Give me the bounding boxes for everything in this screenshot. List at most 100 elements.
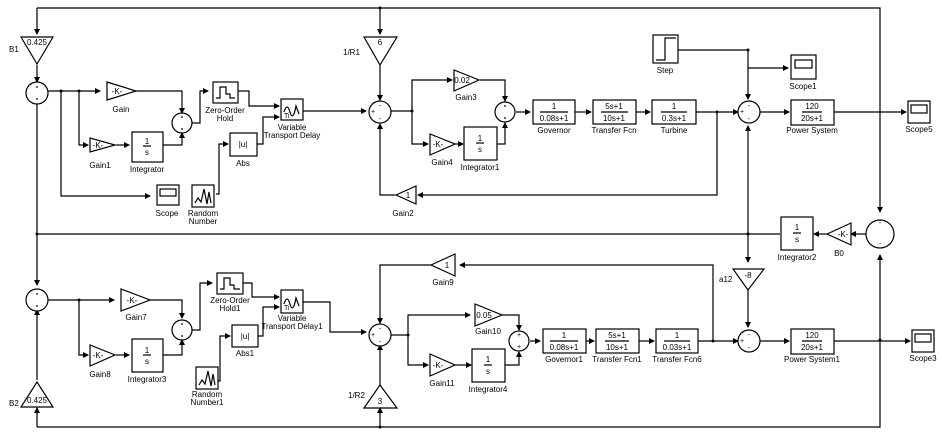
block-shape	[89, 137, 118, 153]
block-label: Abs	[236, 159, 250, 168]
block-label: -	[748, 103, 751, 110]
gain11-block[interactable]: -K- Gain11	[429, 353, 457, 388]
block-shape	[25, 288, 49, 312]
governor-block[interactable]: 1 0.08s+1 Governor	[532, 99, 576, 135]
gain-block[interactable]: -K- Gain	[106, 81, 139, 114]
random-number-block[interactable]: Random Number	[188, 184, 219, 226]
block-shape	[131, 338, 164, 373]
signal-wire	[198, 370, 216, 387]
integrator-block[interactable]: 1 s Integrator	[130, 131, 165, 174]
block-label: Hold1	[220, 304, 241, 313]
block-label: -	[748, 332, 751, 339]
gain3-block[interactable]: 0.02 Gain3	[453, 69, 481, 102]
block-label: a12	[719, 275, 733, 284]
block-label: 0.08s+1	[540, 114, 569, 123]
sum-block-pi3[interactable]	[171, 319, 193, 341]
block-label: Integrator4	[469, 385, 508, 394]
a12-gain-block[interactable]: -8 a12	[719, 268, 766, 292]
signal-wire	[283, 103, 300, 117]
gain7-block[interactable]: -K- Gain7	[120, 288, 152, 322]
block-shape	[737, 329, 761, 353]
gain4-block[interactable]: -K- Gain4	[429, 133, 457, 167]
block-shape	[181, 323, 183, 325]
governor1-block[interactable]: 1 0.08s+1 Governor1	[542, 328, 587, 364]
transfer-fcn-block[interactable]: 5s+1 10s+1 Transfer Fcn	[591, 99, 637, 135]
signal-wire	[150, 299, 185, 319]
r2-gain-block[interactable]: 3 1/R2	[348, 383, 399, 409]
block-label: Number1	[191, 398, 224, 407]
block-label: Ti	[284, 113, 290, 120]
block-shape	[120, 288, 152, 312]
b2-gain-block[interactable]: 0.425 B2	[9, 380, 55, 408]
scope1-block[interactable]: Scope1	[789, 54, 817, 91]
block-label: 1	[675, 331, 680, 340]
signal-wire	[497, 122, 508, 145]
abs-block[interactable]: |u| Abs	[229, 132, 258, 168]
scope5-block[interactable]: Scope5	[905, 100, 933, 134]
signal-wire	[220, 277, 240, 290]
power-system-block[interactable]: 120 20s+1 Power System	[786, 99, 838, 135]
block-label: +	[740, 109, 744, 116]
block-label: s	[145, 357, 149, 366]
sum-block-pi[interactable]	[171, 112, 193, 134]
block-label: 0.425	[27, 396, 48, 405]
block-label: B2	[9, 399, 19, 408]
block-label: Scope1	[789, 82, 817, 91]
block-label: 1	[562, 331, 567, 340]
block-shape	[280, 289, 304, 314]
gain9-block[interactable]: 1 Gain9	[429, 253, 456, 287]
sum-block-area1-power[interactable]: - + -	[737, 100, 761, 124]
signal-wire	[407, 335, 429, 368]
b1-gain-block[interactable]: 0.425 B1	[9, 36, 55, 66]
gain10-block[interactable]: 0.05 Gain10	[474, 303, 504, 336]
block-label: 1	[672, 102, 677, 111]
gain1-block[interactable]: -K- Gain1	[89, 137, 118, 170]
zero-order-hold1-block[interactable]: Zero-Order Hold1	[210, 272, 250, 313]
gain8-block[interactable]: -K- Gain8	[89, 344, 117, 379]
sum-block-area2-power[interactable]: - + -	[737, 329, 761, 353]
block-label: -K-	[127, 296, 138, 305]
block-shape	[504, 117, 506, 119]
sum-block-area2-input[interactable]	[25, 288, 49, 312]
block-shape	[25, 81, 49, 105]
sum-block-pi1[interactable]	[494, 101, 516, 123]
block-shape	[89, 344, 117, 367]
scope3-block[interactable]: Scope3	[909, 329, 937, 363]
block-shape	[794, 59, 813, 69]
block-label: -	[748, 116, 751, 123]
integrator2-block[interactable]: 1 s Integrator2	[778, 216, 817, 262]
block-label: Turbine	[661, 126, 688, 135]
block-label: 6	[378, 38, 383, 47]
sum-block-ace2[interactable]: - + -	[368, 323, 392, 347]
zero-order-hold-block[interactable]: Zero-Order Hold	[205, 81, 245, 123]
block-label: Transfer Fcn6	[652, 355, 702, 364]
integrator3-block[interactable]: 1 s Integrator3	[128, 338, 167, 384]
scope-block[interactable]: Scope	[156, 184, 180, 218]
r1-gain-block[interactable]: 6 1/R1	[343, 36, 399, 67]
signal-wire	[218, 333, 231, 382]
variable-transport-delay1-block[interactable]: Ti Variable Transport Delay1	[261, 289, 323, 331]
sum-block-ace1[interactable]: - + -	[368, 100, 392, 124]
random-number1-block[interactable]: Random Number1	[191, 366, 224, 407]
block-shape	[504, 105, 506, 107]
abs1-block[interactable]: |u| Abs1	[231, 324, 259, 358]
b0-gain-block[interactable]: -K- B0	[825, 222, 852, 258]
block-label: Zero-Order	[205, 106, 245, 115]
block-shape	[362, 383, 399, 409]
step-block[interactable]: Step	[652, 34, 679, 75]
block-label: 1	[552, 102, 557, 111]
integrator4-block[interactable]: 1 s Integrator4	[469, 348, 508, 394]
sum-block-tie[interactable]: - -	[865, 219, 895, 249]
block-shape	[36, 98, 38, 100]
turbine-block[interactable]: 1 0.3s+1 Turbine	[651, 99, 697, 135]
power-system1-block[interactable]: 120 20s+1 Power System1	[784, 328, 841, 364]
integrator1-block[interactable]: 1 s Integrator1	[461, 126, 500, 172]
sum-block-pi4[interactable]: + +	[508, 330, 530, 352]
block-label: Gain1	[89, 161, 111, 170]
gain2-block[interactable]: 1 Gain2	[392, 185, 417, 218]
variable-transport-delay-block[interactable]: Ti Variable Transport Delay	[264, 98, 321, 140]
sum-block-area1-input[interactable]	[25, 81, 49, 105]
transfer-fcn6-block[interactable]: 1 0.03s+1 Transfer Fcn6	[652, 328, 702, 364]
transfer-fcn1-block[interactable]: 5s+1 10s+1 Transfer Fcn1	[592, 328, 642, 364]
